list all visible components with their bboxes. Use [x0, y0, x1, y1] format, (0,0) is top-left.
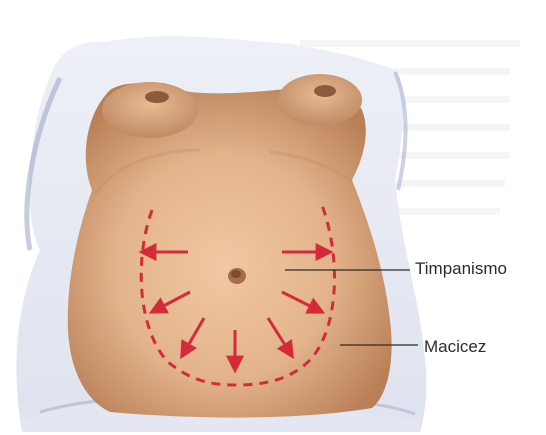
left-breast — [102, 82, 198, 138]
timpanismo-label: Timpanismo — [415, 260, 507, 277]
left-nipple — [145, 91, 169, 103]
torso — [68, 74, 392, 418]
right-nipple — [314, 85, 336, 97]
right-breast — [278, 74, 362, 126]
macicez-label: Macicez — [424, 338, 486, 355]
